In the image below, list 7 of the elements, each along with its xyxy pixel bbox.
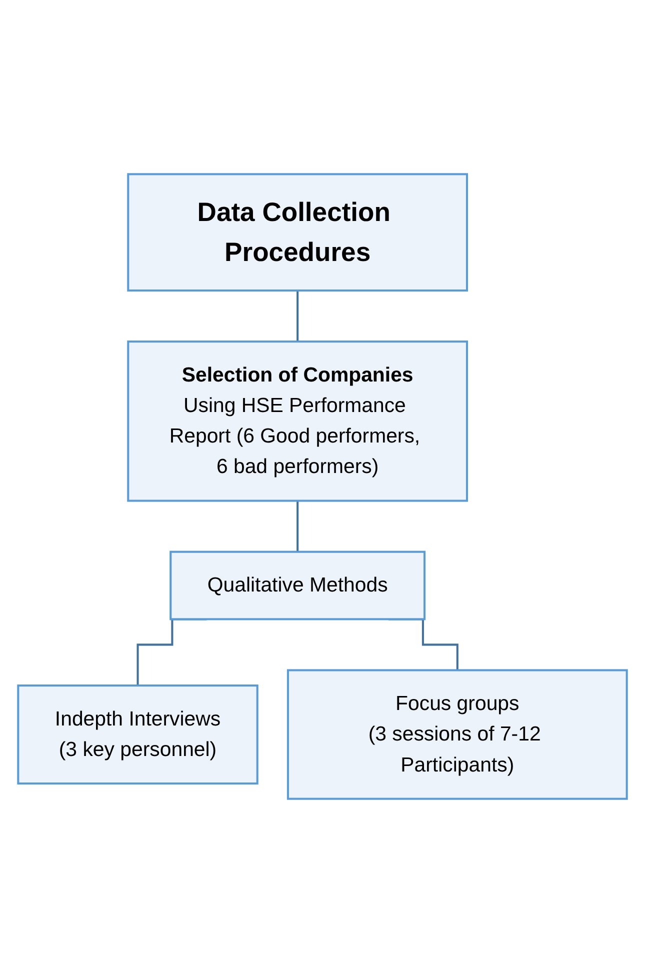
node-box: Data Collection Procedures bbox=[127, 172, 468, 292]
node-box: Indepth Interviews (3 key personnel) bbox=[17, 684, 258, 784]
node-box: Focus groups (3 sessions of 7-12 Participants) bbox=[286, 668, 628, 800]
node-box: Selection of Companies Using HSE Performance Report (6 Good performers, 6 bad performers) bbox=[127, 340, 468, 502]
connector bbox=[296, 499, 299, 552]
node-box: Qualitative Methods bbox=[170, 550, 426, 620]
connector bbox=[296, 289, 299, 342]
